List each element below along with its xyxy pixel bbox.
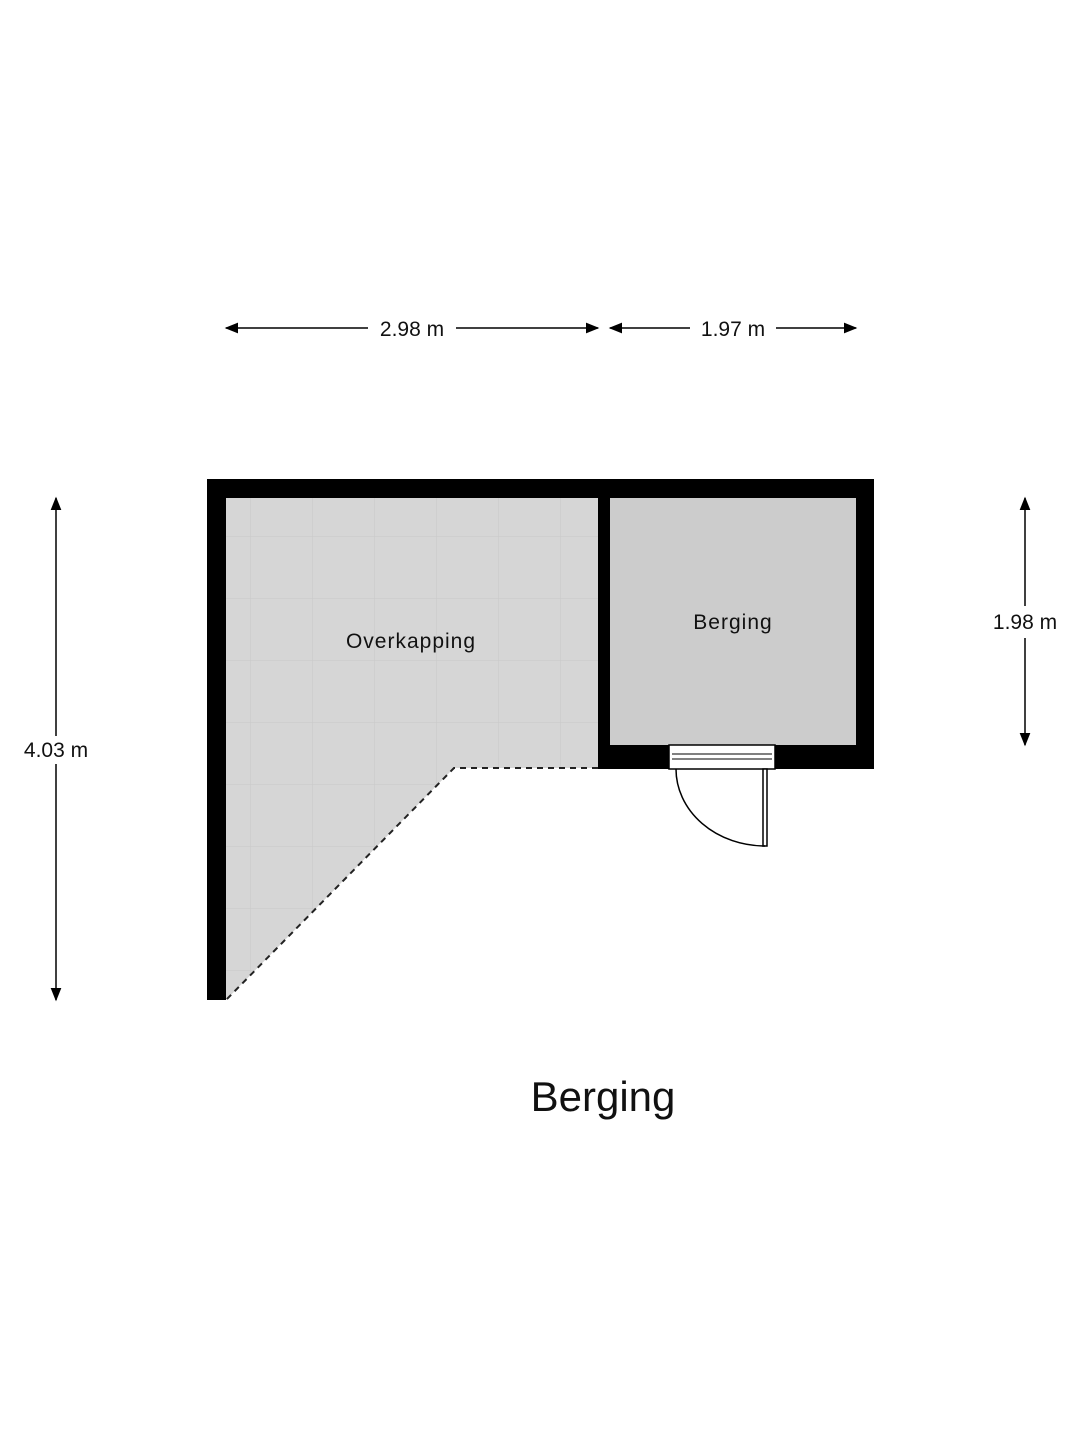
berging-floor [610, 498, 856, 745]
dimension-left: 4.03 m [24, 739, 88, 762]
wall-left [207, 479, 226, 1000]
wall-right [856, 479, 874, 769]
wall-top [207, 479, 874, 498]
wall-middle [598, 479, 610, 769]
room-label-berging: Berging [693, 611, 772, 634]
walls [207, 479, 874, 1000]
wall-bottom-right [775, 745, 874, 769]
room-label-overkapping: Overkapping [346, 630, 476, 653]
overkapping-open-edge [225, 767, 598, 1001]
dimension-top-left: 2.98 m [380, 318, 444, 341]
overkapping-floor [226, 498, 598, 1000]
wall-bottom-left [598, 745, 669, 769]
plan-title: Berging [531, 1073, 676, 1120]
door [668, 744, 776, 847]
dimension-right: 1.98 m [993, 611, 1057, 634]
dimension-top-right: 1.97 m [701, 318, 765, 341]
